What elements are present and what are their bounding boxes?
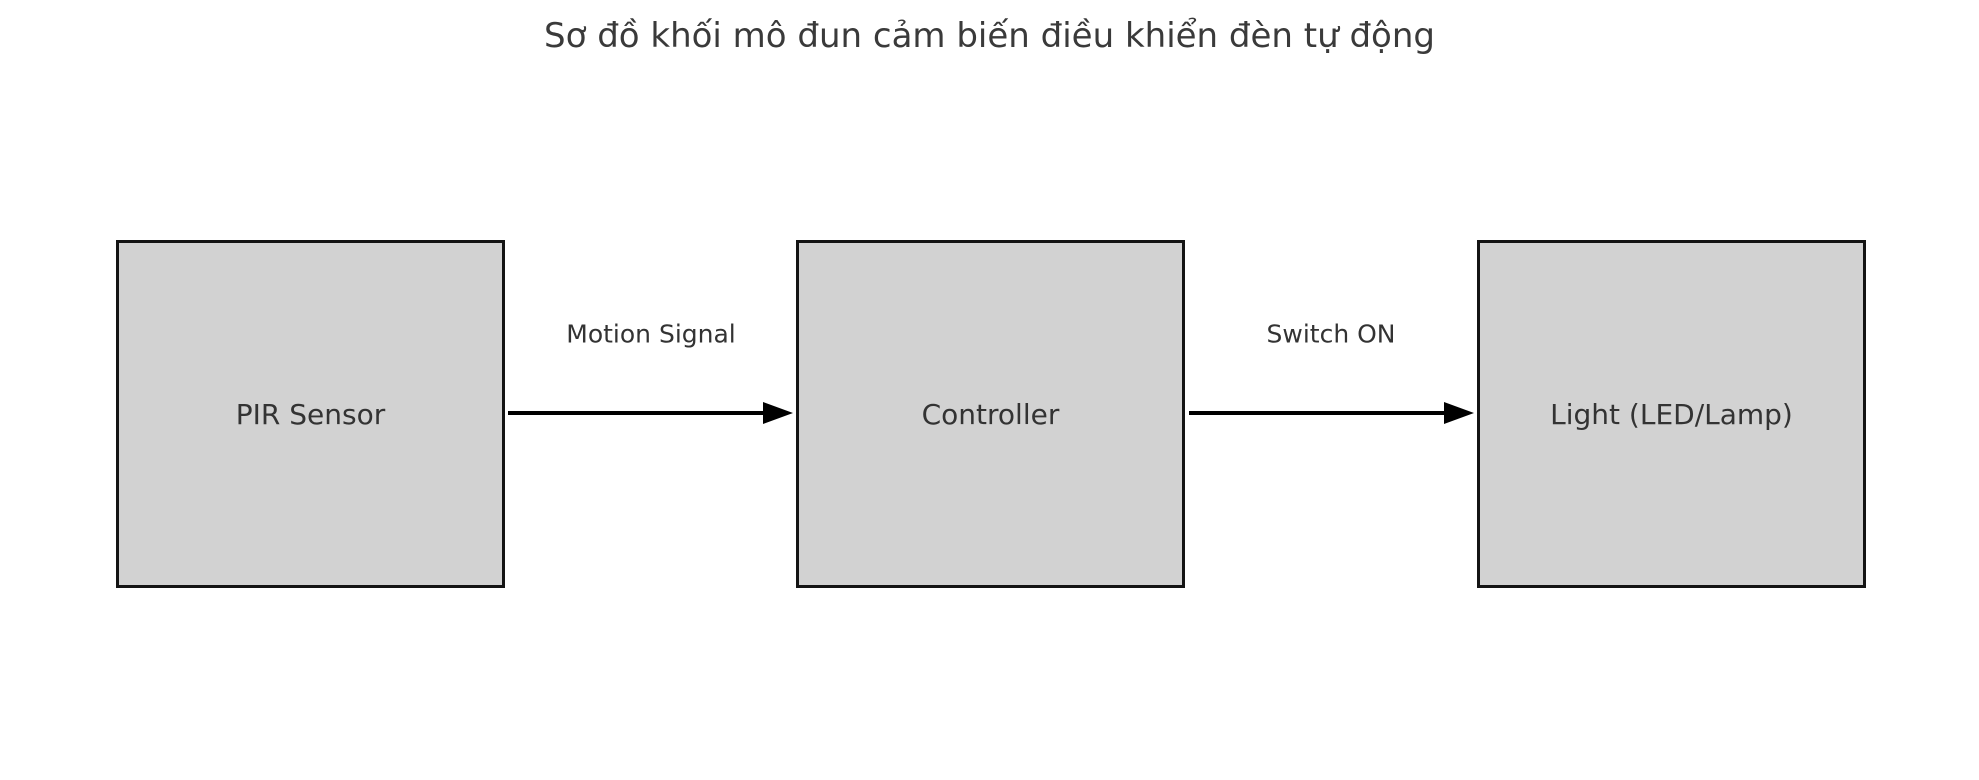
arrow-motion-signal [508,402,793,424]
diagram-title: Sơ đồ khối mô đun cảm biến điều khiển đè… [544,16,1435,56]
block-pir-sensor: PIR Sensor [116,240,505,588]
block-controller: Controller [796,240,1185,588]
block-light: Light (LED/Lamp) [1477,240,1866,588]
block-pir-sensor-label: PIR Sensor [235,397,386,431]
block-light-label: Light (LED/Lamp) [1550,397,1793,431]
arrow-switch-on [1189,402,1474,424]
arrow-label-switch-on: Switch ON [1266,319,1396,349]
block-controller-label: Controller [921,397,1060,431]
arrow-label-motion-signal: Motion Signal [566,319,736,349]
